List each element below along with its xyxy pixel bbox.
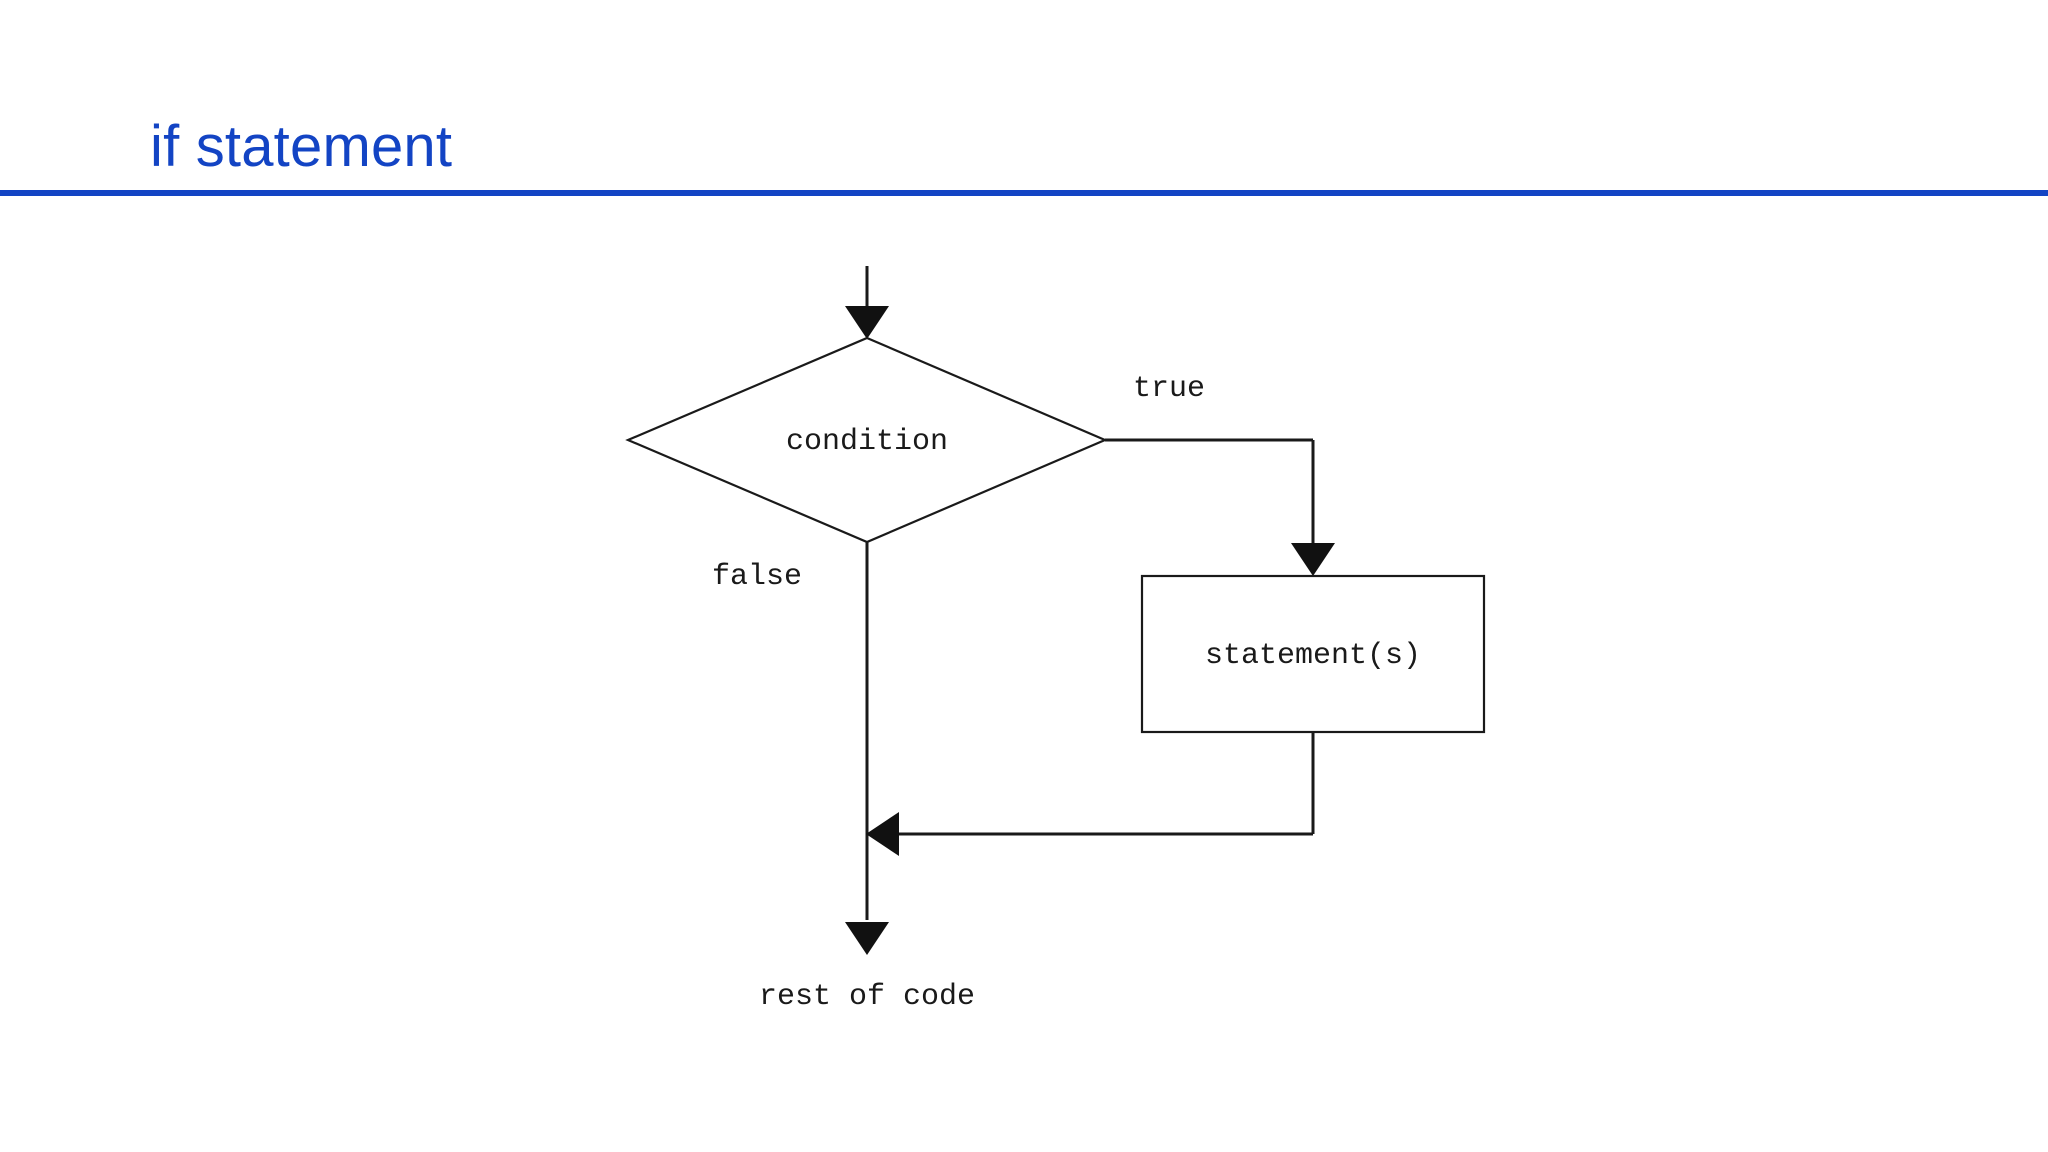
decision-label: condition <box>786 425 948 459</box>
true-edge-label: true <box>1133 372 1205 406</box>
false-edge-label: false <box>712 560 802 594</box>
page-title: if statement <box>150 114 453 179</box>
title-underline-rule <box>0 190 2048 196</box>
exit-arrow <box>845 922 889 955</box>
true-branch-edge <box>1105 438 1335 576</box>
entry-arrow <box>845 266 889 339</box>
rest-of-code-label: rest of code <box>759 980 975 1014</box>
process-label: statement(s) <box>1205 639 1421 673</box>
merge-edge <box>866 732 1315 856</box>
